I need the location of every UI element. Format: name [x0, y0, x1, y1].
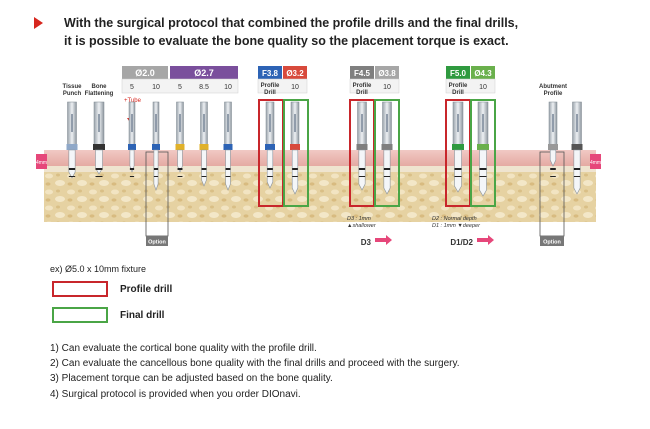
d1d2-arrow: D1/D2: [450, 235, 494, 247]
drill-d20-10-icon: [152, 101, 160, 191]
final-drill-box-d32: [283, 99, 309, 207]
tissue-punch-label-2: Punch: [63, 91, 82, 97]
svg-text:Ø2.7: Ø2.7: [194, 68, 214, 78]
svg-text:Ø4.3: Ø4.3: [474, 69, 492, 78]
svg-text:F4.5: F4.5: [354, 69, 371, 78]
soft-tissue-marker-left: 4mm: [36, 154, 47, 169]
drill-d27-5-icon: [175, 101, 185, 177]
cortical-bone-layer: [44, 166, 596, 172]
d3-note: D3 : 1mm ▲shallower: [347, 216, 377, 229]
d3-arrow: D3: [361, 235, 392, 247]
instruments: [66, 101, 583, 197]
svg-text:D2 : Normal depth: D2 : Normal depth: [432, 216, 477, 222]
header-d32: Ø3.2: [283, 66, 307, 79]
final-drill-box-d43: [470, 99, 496, 207]
final-drill-box-d38: [374, 99, 400, 207]
profile-drill-f50-label-2: Drill: [452, 90, 464, 96]
drill-d32-icon: [290, 101, 300, 195]
drill-d27-10-icon: [223, 101, 233, 191]
tissue-punch-label-1: Tissue: [63, 84, 83, 90]
drill-d43-icon: [477, 101, 489, 197]
notes-list: 1) Can evaluate the cortical bone qualit…: [50, 341, 460, 402]
headline-line-2: it is possible to evaluate the bone qual…: [64, 34, 509, 48]
bone-flattening-label-1: Bone: [92, 84, 108, 90]
svg-text:F5.0: F5.0: [450, 69, 467, 78]
bone-flattening-icon: [93, 101, 105, 177]
headline-line-1: With the surgical protocol that combined…: [64, 16, 519, 30]
header-d38: Ø3.8: [375, 66, 399, 79]
length-d27-b: 8.5: [199, 84, 209, 91]
bone-flattening-label-2: Flattening: [85, 91, 114, 97]
svg-text:Option: Option: [148, 240, 166, 246]
header-d27: Ø2.7: [170, 66, 238, 79]
tissue-punch-icon: [66, 101, 78, 179]
legend-profile: Profile drill: [52, 281, 172, 297]
length-d32: 10: [291, 84, 299, 91]
drill-d38-icon: [381, 101, 393, 195]
svg-text:D3: D3: [361, 238, 372, 247]
surgical-protocol-diagram: 4mm 4mm Ø2.0 Ø2.7 F3.8 Ø3.2 F4.5 Ø3.8 F5…: [36, 66, 601, 247]
profile-drill-f45-label-2: Drill: [356, 90, 368, 96]
drill-d27-85-icon: [199, 101, 209, 187]
abutment-profile-label-2: Profile: [544, 91, 563, 97]
drill-f38-icon: [265, 101, 275, 189]
note-2: 2) Can evaluate the cancellous bone qual…: [50, 358, 460, 370]
svg-text:D1/D2: D1/D2: [450, 238, 473, 247]
length-d38: 10: [383, 84, 391, 91]
legend-final-swatch: [52, 307, 108, 323]
red-triangle-icon: [34, 17, 43, 29]
length-d20-b: 10: [152, 84, 160, 91]
cancellous-bone-layer: [44, 172, 596, 222]
profile-drill-f50-label-1: Profile: [449, 83, 468, 89]
length-d43: 10: [479, 84, 487, 91]
length-d27-a: 5: [178, 84, 182, 91]
legend-final-label: Final drill: [120, 309, 165, 321]
example-fixture-label: ex) Ø5.0 x 10mm fixture: [50, 264, 147, 274]
headline: With the surgical protocol that combined…: [34, 14, 634, 50]
length-d20-a: 5: [130, 84, 134, 91]
note-3: 3) Placement torque can be adjusted base…: [50, 373, 333, 385]
note-4: 4) Surgical protocol is provided when yo…: [50, 388, 301, 400]
length-labels: 5 10 5 8.5 10 10 10 10: [121, 78, 496, 94]
header-f38: F3.8: [258, 66, 282, 79]
svg-text:Ø2.0: Ø2.0: [135, 68, 155, 78]
svg-text:F3.8: F3.8: [262, 69, 279, 78]
svg-text:Ø3.8: Ø3.8: [378, 69, 396, 78]
legend-profile-label: Profile drill: [120, 283, 173, 295]
abutment-profile-label-1: Abutment: [539, 84, 567, 90]
header-f45: F4.5: [350, 66, 374, 79]
legend-final: Final drill: [52, 307, 164, 323]
length-d27-c: 10: [224, 84, 232, 91]
drill-f50-icon: [452, 101, 464, 193]
soft-tissue-marker-right: 4mm: [590, 154, 601, 169]
gum-layer: [44, 150, 596, 168]
svg-text:Option: Option: [543, 240, 561, 246]
drill-d20-5-icon: [128, 101, 136, 177]
header-d43: Ø4.3: [471, 66, 495, 79]
profile-drill-f38-label-2: Drill: [264, 90, 276, 96]
profile-drill-f45-label-1: Profile: [353, 83, 372, 89]
svg-text:D1 : 1mm ▼deeper: D1 : 1mm ▼deeper: [432, 223, 481, 229]
tube-label: +Tube: [124, 98, 142, 104]
d2-note: D2 : Normal depth D1 : 1mm ▼deeper: [432, 216, 481, 229]
tool-labels: Tissue Punch Bone Flattening Profile Dri…: [63, 83, 567, 97]
legend-profile-swatch: [52, 281, 108, 297]
svg-text:▲shallower: ▲shallower: [347, 223, 377, 229]
svg-text:4mm: 4mm: [36, 160, 47, 166]
implant-fixture-icon: [571, 101, 583, 195]
header-d20: Ø2.0: [122, 66, 168, 79]
abutment-profile-icon: [548, 101, 558, 177]
svg-text:Ø3.2: Ø3.2: [286, 69, 304, 78]
header-f50: F5.0: [446, 66, 470, 79]
svg-text:D3 : 1mm: D3 : 1mm: [347, 216, 371, 222]
svg-text:4mm: 4mm: [590, 160, 601, 166]
note-1: 1) Can evaluate the cortical bone qualit…: [50, 343, 317, 354]
drill-f45-icon: [356, 101, 368, 191]
profile-drill-f38-label-1: Profile: [261, 83, 280, 89]
